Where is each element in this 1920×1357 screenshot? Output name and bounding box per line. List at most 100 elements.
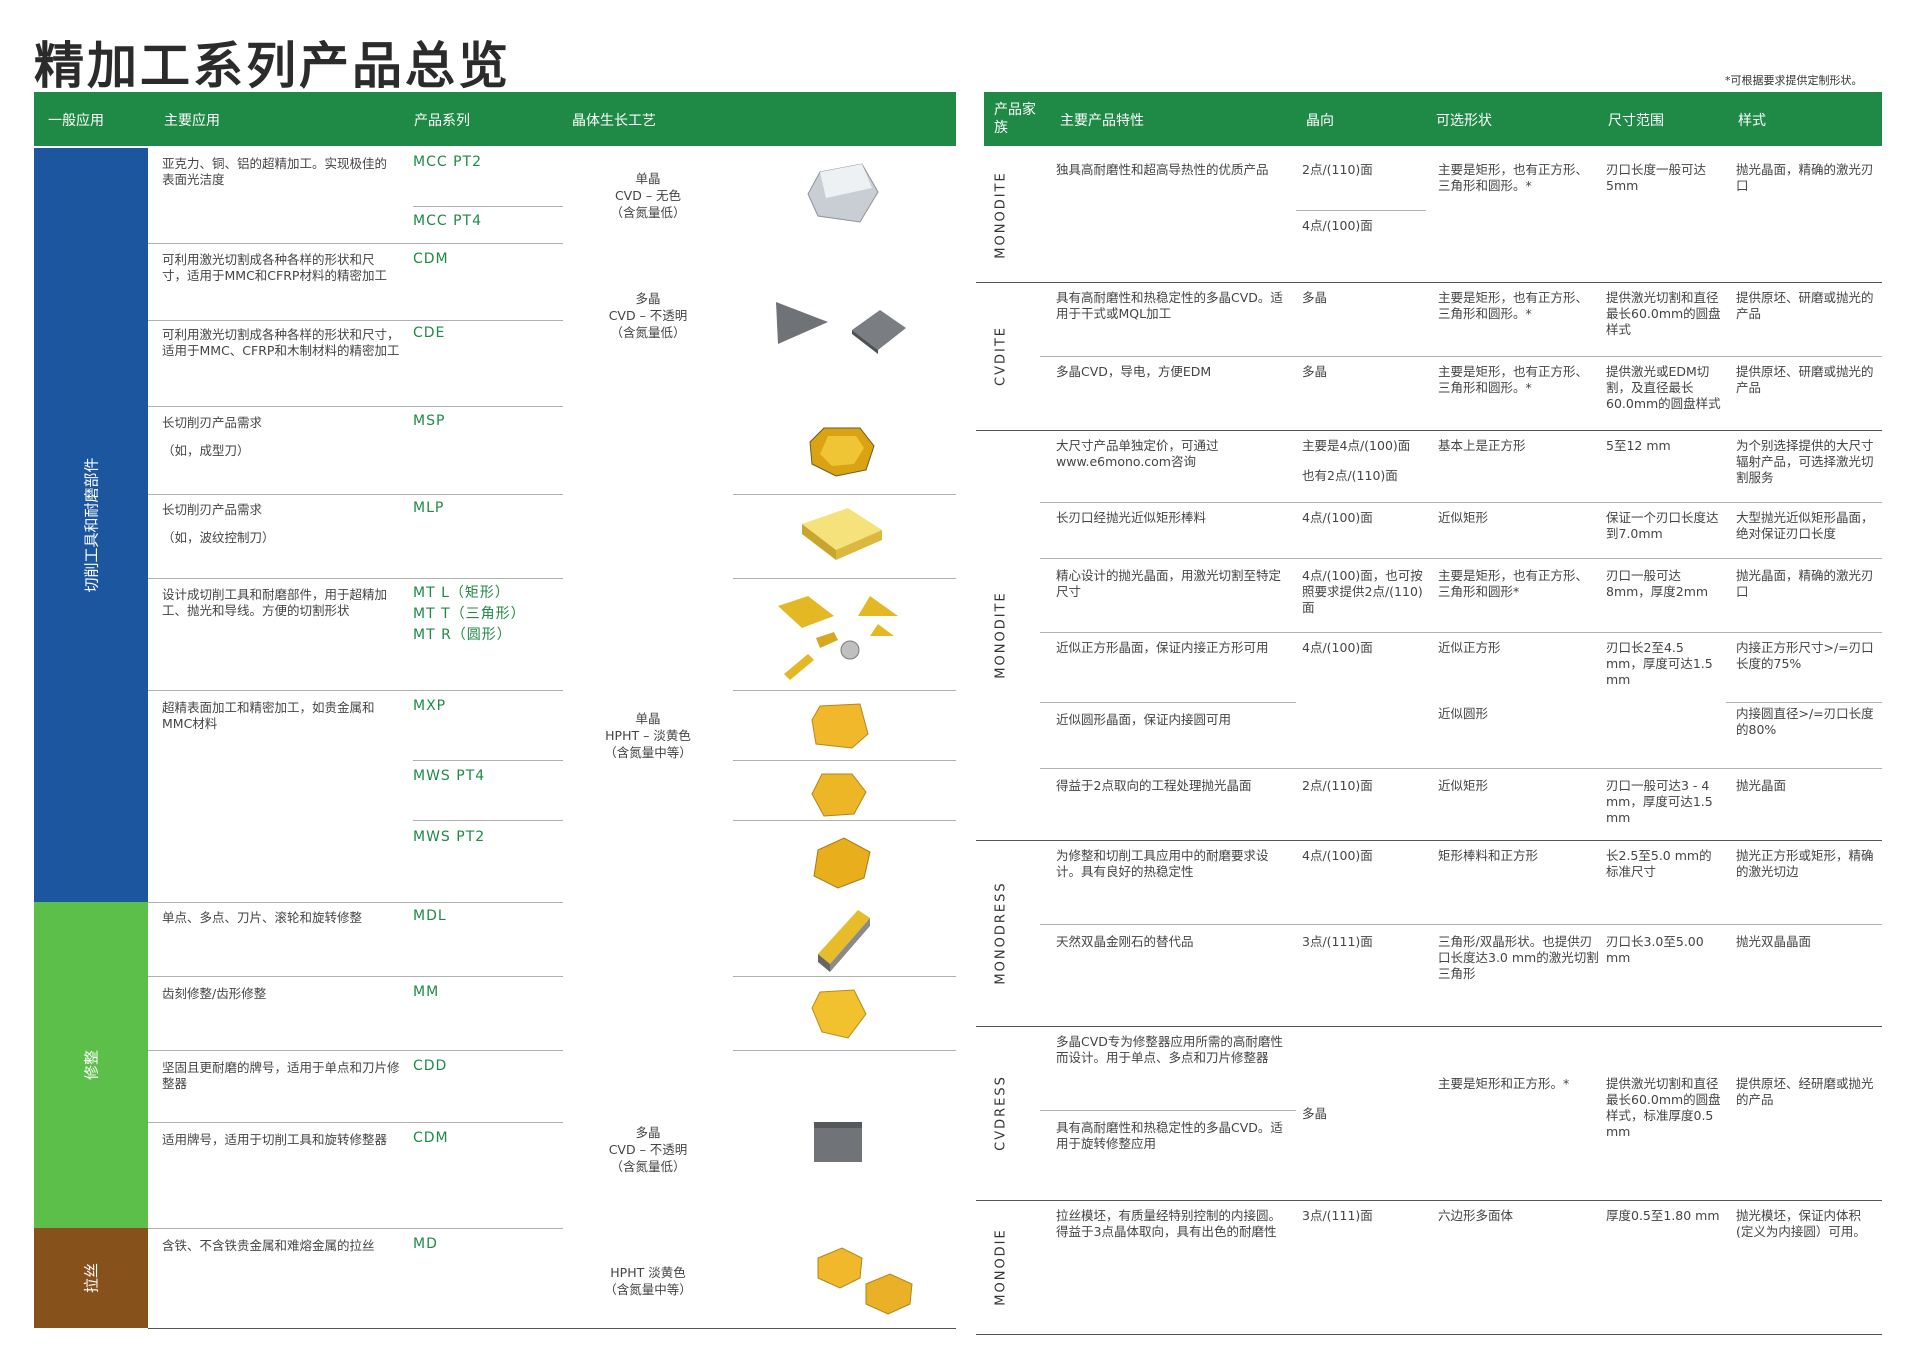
style-row-10: 抛光双晶晶面 <box>1736 934 1812 949</box>
feature-row-9: 为修整和切削工具应用中的耐磨要求设计。具有良好的热稳定性 <box>1056 848 1269 879</box>
size-row-0: 刃口长度一般可达5mm <box>1606 162 1707 193</box>
shape-row-8: 近似矩形 <box>1438 778 1489 793</box>
feature-row-1: 具有高耐磨性和热稳定性的多晶CVD。适用于干式或MQL加工 <box>1056 290 1283 321</box>
category-dressing: 修整 <box>34 902 148 1228</box>
orient-row-0: 2点/(110)面 <box>1302 162 1373 177</box>
header-features: 主要产品特性 <box>1060 113 1144 129</box>
code-mxp: MXP <box>413 698 447 714</box>
style-row-9: 抛光正方形或矩形，精确的激光切边 <box>1736 848 1874 879</box>
family-monodress: MONODRESS <box>993 881 1009 985</box>
shape-row-7: 近似圆形 <box>1438 706 1489 721</box>
code-mcc-pt2: MCC PT2 <box>413 154 482 170</box>
size-row-5: 刃口一般可达8mm，厚度2mm <box>1606 568 1709 599</box>
code-mlp: MLP <box>413 500 445 516</box>
app-cdm: 可利用激光切割成各种各样的形状和尺寸，适用于MMC和CFRP材料的精密加工 <box>162 252 387 283</box>
feature-row-0: 独具高耐磨性和超高导热性的优质产品 <box>1056 162 1269 177</box>
orient2-row-0: 4点/(100)面 <box>1302 218 1373 233</box>
product-image-cde-square <box>852 310 906 354</box>
page-title: 精加工系列产品总览 <box>34 37 511 95</box>
product-image-mm <box>811 989 867 1039</box>
shape-row-12: 六边形多面体 <box>1438 1208 1514 1223</box>
style-row-5: 抛光晶面，精确的激光刃口 <box>1736 568 1874 599</box>
shape-row-5: 主要是矩形，也有正方形、三角形和圆形* <box>1438 568 1589 599</box>
header-product-series: 产品系列 <box>414 113 470 129</box>
feature-row-3: 大尺寸产品单独定价，可通过www.e6mono.com咨询 <box>1056 438 1219 469</box>
shape-row-3: 基本上是正方形 <box>1438 438 1526 453</box>
custom-shape-note: *可根据要求提供定制形状。 <box>1725 74 1863 87</box>
product-image-cdm-triangle <box>776 302 828 344</box>
feature-row-8: 得益于2点取向的工程处理抛光晶面 <box>1056 778 1252 793</box>
app-mdl: 单点、多点、刀片、滚轮和旋转修整 <box>162 910 363 925</box>
style-row-2: 提供原坯、研磨或抛光的产品 <box>1736 364 1874 395</box>
size-row-6: 刃口长2至4.5 mm，厚度可达1.5 mm <box>1606 640 1713 687</box>
header-family: 产品家族 <box>994 102 1036 136</box>
feature-row-7: 近似圆形晶面，保证内接圆可用 <box>1056 712 1232 727</box>
feature2-row-11: 具有高耐磨性和热稳定性的多晶CVD。适用于旋转修整应用 <box>1056 1120 1283 1151</box>
style-row-3: 为个别选择提供的大尺寸辐射产品，可选择激光切割服务 <box>1736 438 1874 485</box>
style-row-8: 抛光晶面 <box>1736 778 1787 793</box>
shape-row-11: 主要是矩形和正方形。* <box>1438 1076 1570 1091</box>
orient-row-8: 2点/(110)面 <box>1302 778 1373 793</box>
code-cde: CDE <box>413 325 446 341</box>
shape-row-1: 主要是矩形，也有正方形、三角形和圆形。* <box>1438 290 1589 321</box>
orient-row-2: 多晶 <box>1302 364 1328 379</box>
code-mt-l: MT L（矩形） <box>413 585 510 601</box>
size-row-8: 刃口一般可达3 - 4 mm，厚度可达1.5 mm <box>1606 778 1713 825</box>
orient-row-10: 3点/(111)面 <box>1302 934 1373 949</box>
size-row-9: 长2.5至5.0 mm的标准尺寸 <box>1606 848 1712 879</box>
style-row-0: 抛光晶面，精确的激光刃口 <box>1736 162 1874 193</box>
header-main-app: 主要应用 <box>164 113 220 129</box>
right-table-header: 产品家族 主要产品特性 晶向 可选形状 尺寸范围 样式 <box>984 92 1882 146</box>
feature-row-10: 天然双晶金刚石的替代品 <box>1056 934 1194 949</box>
header-size-range: 尺寸范围 <box>1608 113 1664 129</box>
category-cutting-tools: 切削工具和耐磨部件 <box>34 148 148 902</box>
feature-row-6: 近似正方形晶面，保证内接正方形可用 <box>1056 640 1269 655</box>
code-msp: MSP <box>413 413 446 429</box>
orient-row-5: 4点/(100)面，也可按照要求提供2点/(110)面 <box>1302 568 1423 615</box>
family-monodite-2: MONODITE <box>993 591 1009 679</box>
category-drawing: 拉丝 <box>34 1228 148 1328</box>
size-row-2: 提供激光或EDM切割，及直径最长60.0mm的圆盘样式 <box>1606 364 1721 411</box>
app-mxp: 超精表面加工和精密加工，如贵金属和MMC材料 <box>162 700 375 731</box>
code-cdm-2: CDM <box>413 1130 449 1146</box>
code-md: MD <box>413 1236 438 1252</box>
orient-row-6: 4点/(100)面 <box>1302 640 1373 655</box>
header-growth-process: 晶体生长工艺 <box>572 113 656 129</box>
app-mlp-example: （如，波纹控制刀） <box>162 530 275 545</box>
orient-row-4: 4点/(100)面 <box>1302 510 1373 525</box>
product-image-mxp <box>811 703 869 749</box>
orient-row-3: 主要是4点/(100)面 <box>1302 438 1411 453</box>
size-row-1: 提供激光切割和直径最长60.0mm的圆盘样式 <box>1606 290 1721 337</box>
product-image-mlp <box>802 508 882 560</box>
feature-row-2: 多晶CVD，导电，方便EDM <box>1056 364 1212 379</box>
code-mws-pt2: MWS PT2 <box>413 829 486 845</box>
code-mt-t: MT T（三角形） <box>413 606 526 622</box>
product-image-mws-pt2 <box>813 837 871 889</box>
shape-row-2: 主要是矩形，也有正方形、三角形和圆形。* <box>1438 364 1589 395</box>
code-mm: MM <box>413 984 440 1000</box>
header-general-app: 一般应用 <box>48 113 104 129</box>
header-orientation: 晶向 <box>1306 113 1334 129</box>
app-msp-example: （如，成型刀） <box>162 443 250 458</box>
header-style: 样式 <box>1738 113 1766 129</box>
product-image-md <box>817 1247 913 1315</box>
product-image-msp <box>809 427 875 477</box>
left-table-header: 一般应用 主要应用 产品系列 晶体生长工艺 <box>34 92 956 146</box>
style-row-11: 提供原坯、经研磨或抛光的产品 <box>1736 1076 1874 1107</box>
orient-row-11: 多晶 <box>1302 1106 1328 1121</box>
shape-row-4: 近似矩形 <box>1438 510 1489 525</box>
code-mcc-pt4: MCC PT4 <box>413 213 482 229</box>
orient-row-1: 多晶 <box>1302 290 1328 305</box>
style-row-7: 内接圆直径>/=刃口长度的80% <box>1736 706 1874 737</box>
feature-row-12: 拉丝模坯，有质量经特别控制的内接圆。得益于3点晶体取向，具有出色的耐磨性 <box>1056 1208 1282 1239</box>
family-monodie: MONODIE <box>993 1228 1009 1306</box>
size-row-10: 刃口长3.0至5.00 mm <box>1606 934 1704 965</box>
app-mcc-pt2: 亚克力、铜、铝的超精加工。实现极佳的表面光洁度 <box>162 156 388 187</box>
app-cdm-2: 适用牌号，适用于切削工具和旋转修整器 <box>162 1132 388 1147</box>
header-shapes: 可选形状 <box>1436 113 1492 129</box>
product-image-cdd-cdm <box>814 1122 862 1162</box>
